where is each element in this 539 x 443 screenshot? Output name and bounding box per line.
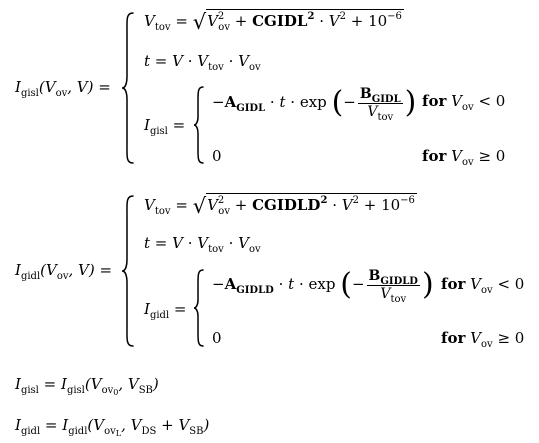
block2-t-eq: t = V · Vtov · Vov <box>144 234 261 255</box>
block2-i-label: Igidl = <box>144 300 187 321</box>
block1-vtov-eq: Vtov = √V2ov + CGIDL2 · V2 + 10−6 <box>144 9 404 34</box>
block2-vtov-eq: Vtov = √V2ov + CGIDLD2 · V2 + 10−6 <box>144 193 417 218</box>
eq3-line: Igisl = Igisl(Vov0, VSB) <box>15 375 159 397</box>
block1-t-eq: t = V · Vtov · Vov <box>144 52 261 73</box>
block2-lhs: Igidl(Vov, V) = <box>15 261 113 282</box>
block1-i-label: Igisl = <box>144 116 186 137</box>
eq4-line: Igidl = Igidl(VovL, VDS + VSB) <box>15 416 210 438</box>
block1-case2: 0 <box>212 147 222 165</box>
block1-cond1: for Vov < 0 <box>422 92 506 113</box>
block2-inner-brace <box>193 269 204 347</box>
block1-inner-brace <box>193 86 204 164</box>
block1-outer-brace <box>121 12 134 164</box>
block2-outer-brace <box>121 195 134 347</box>
block2-cond1: for Vov < 0 <box>441 275 525 296</box>
block2-cond2: for Vov ≥ 0 <box>441 329 525 350</box>
block2-case2: 0 <box>212 329 222 347</box>
block1-lhs: Igisl(Vov, V) = <box>15 78 111 99</box>
block1-cond2: for Vov ≥ 0 <box>422 147 506 168</box>
